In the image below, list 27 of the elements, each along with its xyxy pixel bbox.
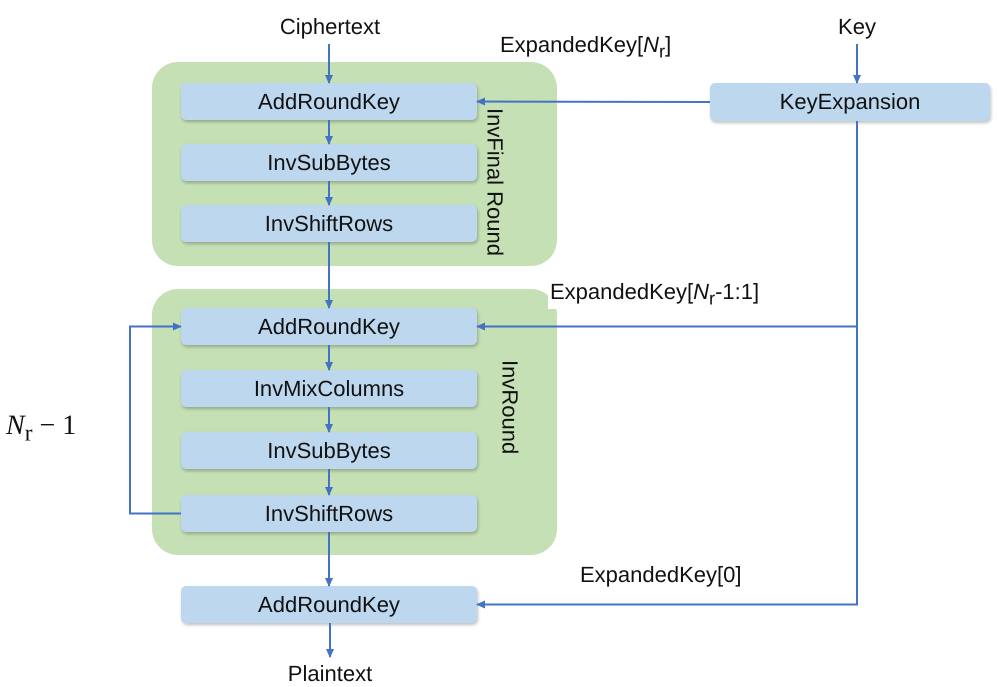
arrow [325, 469, 333, 496]
arrow [325, 532, 333, 587]
process-box: InvSubBytes [181, 144, 477, 181]
process-box: InvShiftRows [181, 495, 477, 532]
group-title: InvFinal Round [482, 108, 509, 256]
arrow [325, 345, 333, 371]
process-box: AddRoundKey [181, 308, 477, 345]
process-box: AddRoundKey [181, 586, 477, 623]
arrow [325, 44, 333, 84]
arrow [853, 44, 861, 84]
group-title: InvRound [496, 360, 524, 454]
process-box: KeyExpansion [710, 83, 990, 121]
process-box: AddRoundKey [181, 83, 477, 120]
output-label: Plaintext [260, 657, 400, 687]
arrow [326, 623, 334, 658]
process-box: InvShiftRows [181, 205, 477, 242]
output-label: Key [830, 10, 884, 44]
arrow [129, 322, 182, 514]
arrow [325, 242, 333, 309]
process-box: InvSubBytes [181, 432, 477, 469]
input-label: Ciphertext [260, 10, 400, 44]
round-group-panel [152, 62, 557, 266]
arrow [325, 407, 333, 433]
process-box: InvMixColumns [181, 370, 477, 407]
arrow [476, 98, 710, 106]
arrow [325, 181, 333, 206]
arrow [325, 120, 333, 145]
